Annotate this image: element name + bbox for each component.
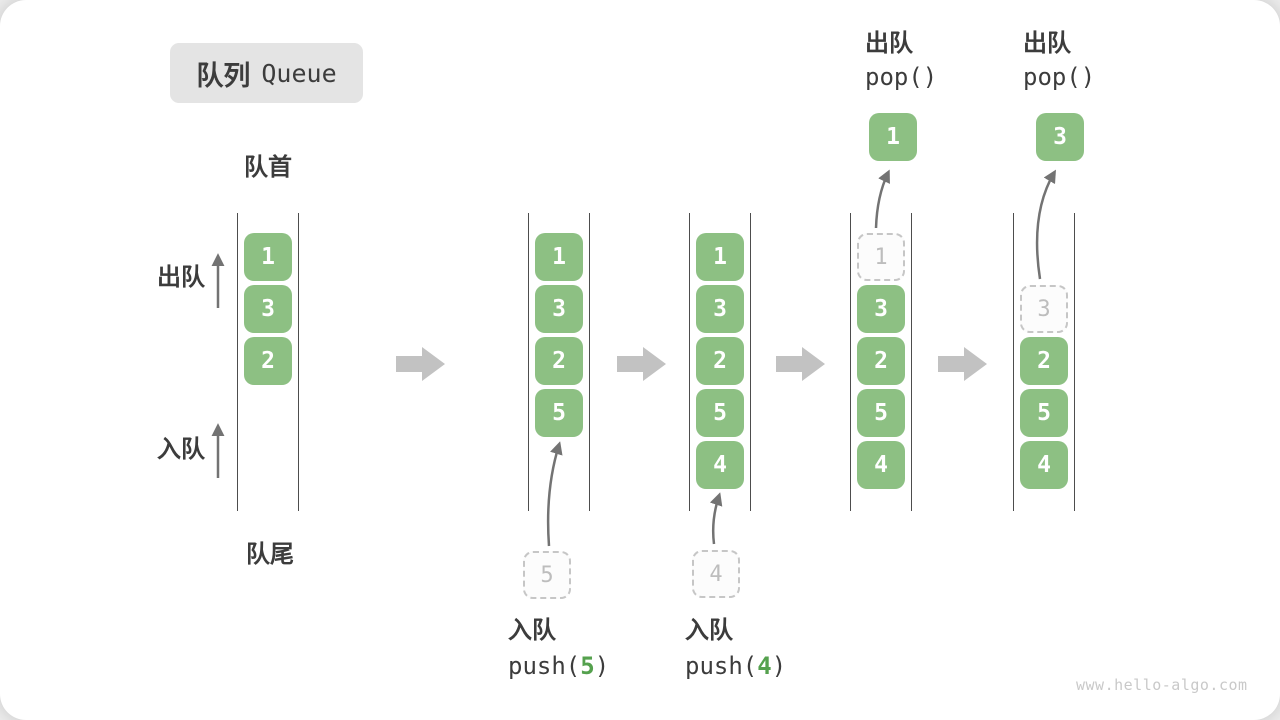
enqueue-side-label: 入队	[157, 435, 205, 463]
queue-cell: 1	[535, 233, 583, 281]
queue-cell: 5	[1020, 389, 1068, 437]
queue-column-after-push-5	[528, 213, 590, 511]
dequeue-op-code: pop()	[1023, 63, 1096, 91]
queue-cell: 3	[535, 285, 583, 333]
popped-cell: 1	[869, 113, 917, 161]
queue-cell: 5	[857, 389, 905, 437]
staged-cell: 5	[523, 551, 571, 599]
dequeue-op-code: pop()	[865, 63, 938, 91]
queue-cell: 4	[857, 441, 905, 489]
queue-cell: 5	[535, 389, 583, 437]
queue-cell: 5	[696, 389, 744, 437]
state-transition-arrow-icon	[776, 347, 825, 381]
queue-cell: 2	[696, 337, 744, 385]
title-badge: 队列 Queue	[170, 43, 363, 103]
ghost-cell: 3	[1020, 285, 1068, 333]
enqueue-arg: 5	[580, 652, 595, 680]
queue-cell: 2	[1020, 337, 1068, 385]
state-transition-arrow-icon	[938, 347, 987, 381]
enqueue-op-label: 入队	[685, 616, 733, 644]
title-en: Queue	[261, 58, 337, 88]
queue-column-after-pop-3	[1013, 213, 1075, 511]
queue-rear-label: 队尾	[246, 540, 294, 568]
enqueue-arg: 4	[757, 652, 772, 680]
watermark: www.hello-algo.com	[1076, 676, 1248, 694]
queue-cell: 4	[696, 441, 744, 489]
queue-cell: 1	[244, 233, 292, 281]
queue-cell: 1	[696, 233, 744, 281]
ghost-cell: 1	[857, 233, 905, 281]
title-zh: 队列	[196, 60, 251, 92]
enqueue-op-code: push(4)	[685, 652, 787, 680]
enqueue-op-label: 入队	[508, 616, 556, 644]
enqueue-op-code: push(5)	[508, 652, 610, 680]
dequeue-op-label: 出队	[865, 29, 913, 57]
state-transition-arrow-icon	[617, 347, 666, 381]
queue-column-after-pop-1	[850, 213, 912, 511]
queue-front-label: 队首	[244, 153, 292, 181]
dequeue-op-label: 出队	[1023, 29, 1071, 57]
queue-cell: 2	[535, 337, 583, 385]
queue-cell: 3	[244, 285, 292, 333]
queue-column-after-push-4	[689, 213, 751, 511]
dequeue-side-label: 出队	[157, 263, 205, 291]
queue-cell: 2	[244, 337, 292, 385]
queue-column-initial	[237, 213, 299, 511]
queue-cell: 3	[857, 285, 905, 333]
queue-cell: 4	[1020, 441, 1068, 489]
state-transition-arrow-icon	[396, 347, 445, 381]
queue-cell: 2	[857, 337, 905, 385]
popped-cell: 3	[1036, 113, 1084, 161]
queue-cell: 3	[696, 285, 744, 333]
staged-cell: 4	[692, 550, 740, 598]
